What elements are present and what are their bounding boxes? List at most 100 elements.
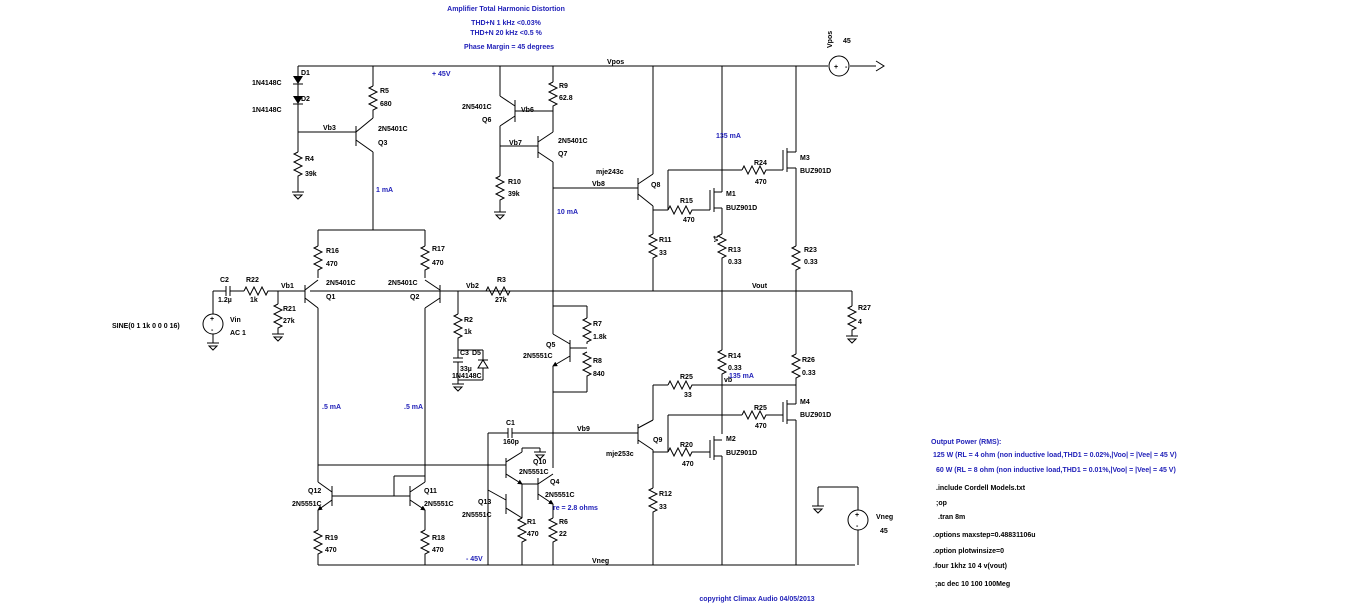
phase-margin-note: Phase Margin = 45 degrees — [464, 44, 554, 51]
svg-text:+: + — [834, 64, 838, 71]
directive-plotwinsize: .option plotwinsize=0 — [933, 548, 1004, 555]
capacitor-c3 — [452, 350, 483, 392]
r22-ref: R22 — [246, 277, 259, 284]
r27-value: 4 — [858, 319, 862, 326]
vpos-source-ref: Vpos — [827, 31, 834, 48]
transistor-q9 — [637, 419, 668, 488]
d5-ref: D5 — [472, 350, 481, 357]
r13-value: 0.33 — [728, 259, 742, 266]
resistor-r8 — [553, 351, 593, 393]
vin-source-spec: SINE(0 1 1k 0 0 0 16) — [112, 323, 180, 330]
transistor-q6 — [499, 66, 553, 176]
q2-value: 2N5401C — [388, 280, 418, 287]
r13-ref: R13 — [728, 247, 741, 254]
q13-ref: Q13 — [478, 499, 491, 506]
q1-value: 2N5401C — [326, 280, 356, 287]
directive-tran: .tran 8m — [938, 514, 965, 521]
r2-value: 1k — [464, 329, 472, 336]
resistor-r27 — [846, 291, 858, 344]
r21-value: 27k — [283, 318, 295, 325]
r7-ref: R7 — [593, 321, 602, 328]
r6-value: 22 — [559, 531, 567, 538]
r26-ref: R26 — [802, 357, 815, 364]
net-vneg: Vneg — [592, 558, 609, 565]
current-1ma: 1 mA — [376, 187, 393, 194]
d1-value: 1N4148C — [252, 80, 282, 87]
resistor-r11 — [647, 233, 659, 291]
m2-value: BUZ901D — [726, 450, 757, 457]
q10-value: 2N5551C — [519, 469, 549, 476]
net-vb8: Vb8 — [592, 181, 605, 188]
q9-ref: Q9 — [653, 437, 662, 444]
m4-value: BUZ901D — [800, 412, 831, 419]
c2-value: 1.2µ — [218, 297, 232, 304]
transistor-q5 — [552, 306, 587, 468]
r17-ref: R17 — [432, 246, 445, 253]
r27-ref: R27 — [858, 305, 871, 312]
resistor-r7 — [553, 305, 593, 344]
diode-d1 — [293, 66, 303, 96]
mosfet-m3 — [782, 66, 797, 246]
copyright: copyright Climax Audio 04/05/2013 — [699, 596, 814, 603]
vpos-rail — [298, 60, 885, 72]
net-vb1: Vb1 — [281, 283, 294, 290]
current-135ma-upper: 135 mA — [716, 133, 741, 140]
title: Amplifier Total Harmonic Distortion — [447, 6, 565, 13]
r14-ref: R14 — [728, 353, 741, 360]
capacitor-c2 — [212, 286, 244, 314]
q13-value: 2N5551C — [462, 512, 492, 519]
directive-four: .four 1khz 10 4 v(vout) — [933, 563, 1007, 570]
capacitor-c1 — [487, 428, 553, 565]
r3-value: 27k — [495, 297, 507, 304]
thd-20k-note: THD+N 20 kHz <0.5 % — [470, 30, 542, 37]
q4-value: 2N5551C — [545, 492, 575, 499]
r2-ref: R2 — [464, 317, 473, 324]
vin-value: AC 1 — [230, 330, 246, 337]
r8-ref: R8 — [593, 358, 602, 365]
resistor-r4 — [292, 151, 304, 200]
r6-ref: R6 — [559, 519, 568, 526]
r25b-ref: R25 — [754, 405, 767, 412]
net-vb7: Vb7 — [509, 140, 522, 147]
thd-1k-note: THD+N 1 kHz <0.03% — [471, 20, 541, 27]
r11-ref: R11 — [659, 237, 672, 244]
net-vb: vb — [724, 377, 732, 384]
current-q1: .5 mA — [322, 404, 341, 411]
current-10ma: 10 mA — [557, 209, 578, 216]
d2-ref: D2 — [301, 96, 310, 103]
directive-include: .include Cordell Models.txt — [936, 485, 1026, 492]
net-vt: vt — [713, 235, 720, 242]
r23-ref: R23 — [804, 247, 817, 254]
power-4ohm: 125 W (RL = 4 ohm (non inductive load,TH… — [933, 452, 1177, 459]
resistor-r17 — [419, 230, 431, 278]
q8-value: mje243c — [596, 169, 624, 176]
r22-value: 1k — [250, 297, 258, 304]
r15-ref: R15 — [680, 198, 693, 205]
q9-value: mje253c — [606, 451, 634, 458]
net-vout: Vout — [752, 283, 768, 290]
r5-value: 680 — [380, 101, 392, 108]
transistor-q13 — [487, 484, 523, 519]
net-vb2: Vb2 — [466, 283, 479, 290]
q5-ref: Q5 — [546, 342, 555, 349]
c3-ref: C3 — [460, 350, 469, 357]
m3-ref: M3 — [800, 155, 810, 162]
r20-value: 470 — [682, 461, 694, 468]
re-annotation: re = 2.8 ohms — [553, 505, 598, 512]
q7-ref: Q7 — [558, 151, 567, 158]
r12-ref: R12 — [659, 491, 672, 498]
transistor-q12 — [317, 468, 425, 530]
mosfet-m1 — [709, 66, 723, 234]
c3-value: 33µ — [460, 366, 472, 373]
q4-ref: Q4 — [550, 479, 559, 486]
resistor-r22 — [243, 285, 305, 297]
r18-value: 470 — [432, 547, 444, 554]
q6-ref: Q6 — [482, 117, 491, 124]
resistor-r1 — [516, 517, 528, 565]
m2-ref: M2 — [726, 436, 736, 443]
svg-text:-: - — [211, 327, 214, 334]
resistor-r15 — [667, 204, 710, 216]
resistor-r18 — [419, 529, 431, 565]
r4-value: 39k — [305, 171, 317, 178]
